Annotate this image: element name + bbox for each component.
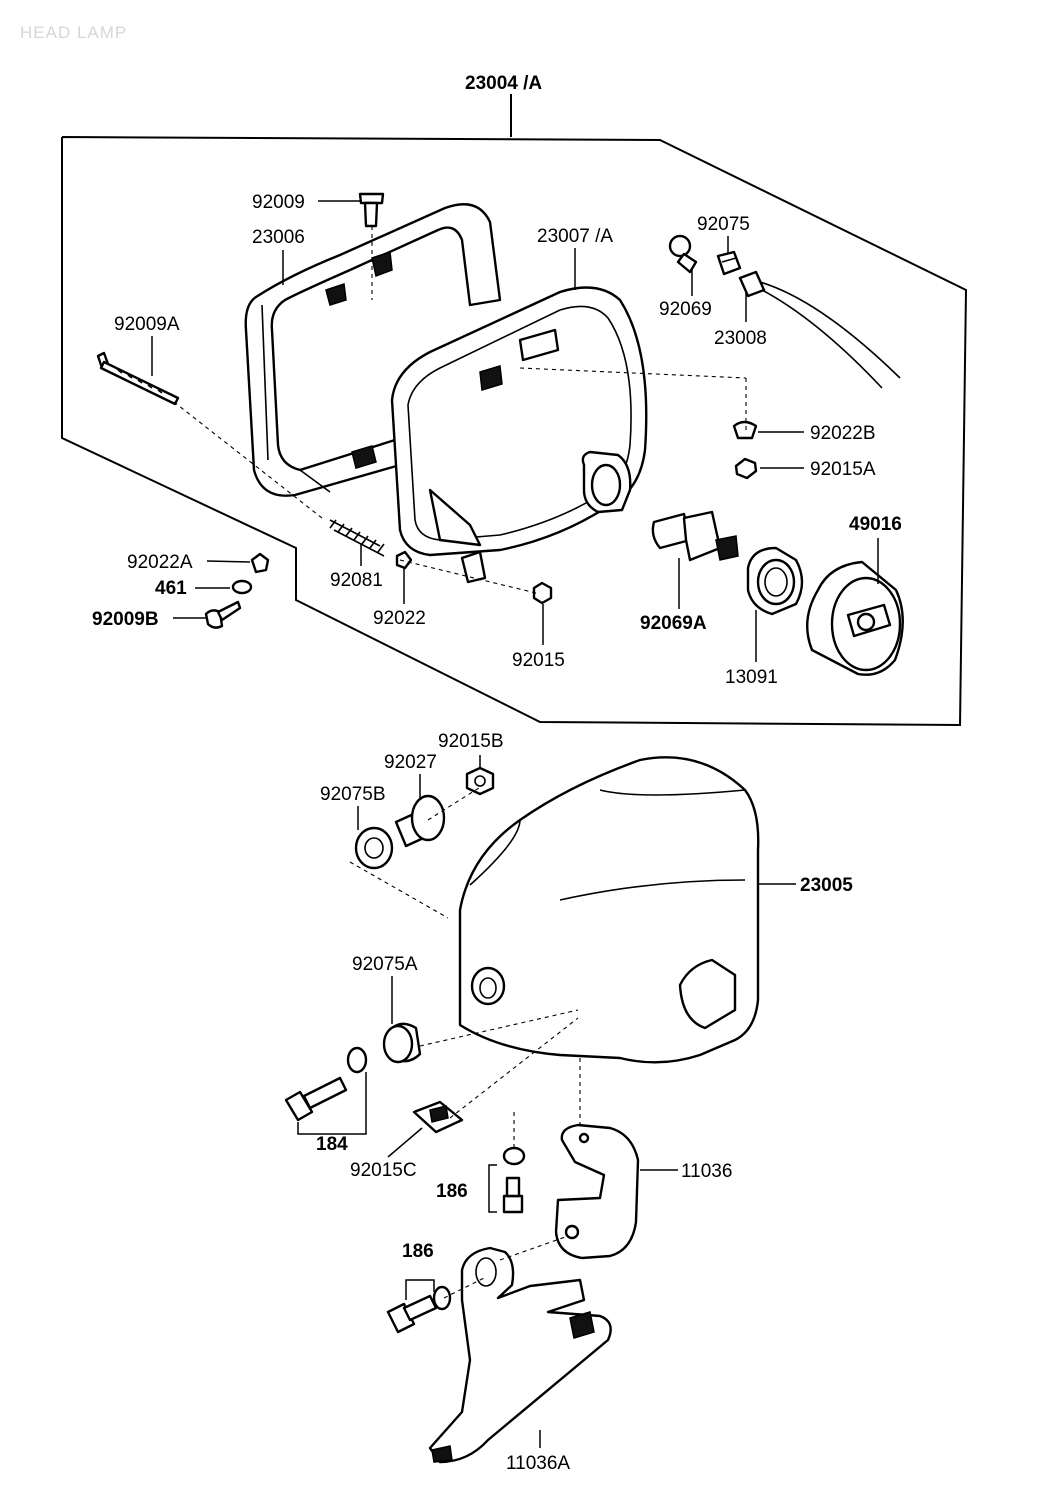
bracket-11036: [554, 1123, 640, 1260]
label-92075b: 92075B: [320, 784, 386, 805]
collar-92027: [394, 794, 446, 848]
label-92015a: 92015A: [810, 459, 876, 480]
label-92009: 92009: [252, 192, 305, 213]
screw-92009a: [96, 351, 180, 406]
bracket-11036a: [428, 1246, 612, 1464]
bulb-92069: [668, 234, 698, 274]
nut-92015: [532, 581, 553, 605]
label-92027: 92027: [384, 752, 437, 773]
label-11036: 11036: [681, 1161, 732, 1182]
headlamp-rim-23006: [244, 203, 502, 497]
headlamp-watermark: HEAD LAMP: [20, 23, 127, 42]
washer-461: [231, 579, 253, 595]
screw-92009b: [204, 600, 242, 629]
label-11036a: 11036A: [506, 1453, 570, 1474]
label-92015b: 92015B: [438, 731, 504, 752]
label-92022b: 92022B: [810, 423, 876, 444]
label-92009b: 92009B: [92, 609, 159, 630]
label-92015c: 92015C: [350, 1160, 417, 1181]
dust-cap-49016: [806, 560, 904, 676]
label-23008: 23008: [714, 328, 767, 349]
label-23005: 23005: [800, 875, 853, 896]
label-92069a: 92069A: [640, 613, 707, 634]
label-184: 184: [316, 1134, 348, 1155]
grommet-92075: [716, 250, 742, 276]
label-92022: 92022: [373, 608, 426, 629]
label-92015: 92015: [512, 650, 565, 671]
nut-92022: [395, 550, 413, 570]
socket-23008: [738, 270, 901, 389]
nut-92015b: [465, 766, 495, 796]
label-186-lower: 186: [402, 1241, 434, 1262]
clip-nut-92015c: [412, 1100, 464, 1134]
spring-92081: [329, 519, 385, 557]
label-49016: 49016: [849, 514, 902, 535]
label-92081: 92081: [330, 570, 383, 591]
alignment-lines: [173, 226, 747, 1299]
screw-92009: [358, 192, 385, 228]
cap-92022b: [732, 420, 758, 440]
label-186-upper: 186: [436, 1181, 468, 1202]
grommet-92075b: [354, 826, 394, 870]
socket-13091: [746, 546, 804, 616]
bolt-184: [284, 1046, 368, 1122]
bulb-92069a: [651, 510, 739, 562]
lamp-unit-23007a: [390, 286, 648, 584]
label-92069: 92069: [659, 299, 712, 320]
bolt-186-upper: [502, 1146, 526, 1214]
assembly-boundary: [61, 94, 968, 727]
label-23007a: 23007 /A: [537, 226, 613, 247]
part-labels: 23004 /A 92009 23006 92009A 23007 /A 920…: [92, 73, 902, 1474]
nut-92022a: [250, 552, 270, 574]
label-13091: 13091: [725, 667, 778, 688]
label-92009a: 92009A: [114, 314, 180, 335]
bolt-186-lower: [386, 1285, 452, 1334]
label-92075: 92075: [697, 214, 750, 235]
label-23004a: 23004 /A: [465, 73, 542, 94]
label-23006: 23006: [252, 227, 305, 248]
headlamp-housing-23005: [458, 756, 760, 1064]
label-92075a: 92075A: [352, 954, 418, 975]
leader-lines: [151, 200, 879, 1448]
label-461: 461: [155, 578, 187, 599]
label-92022a: 92022A: [127, 552, 193, 573]
grommet-92075a: [382, 1022, 422, 1064]
nut-92015a: [734, 457, 758, 480]
